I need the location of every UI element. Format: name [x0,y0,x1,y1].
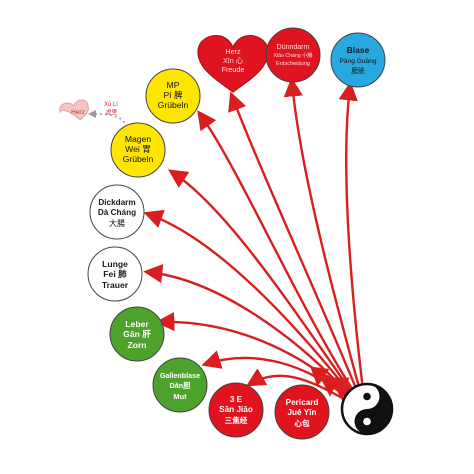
leber-line-3: Zorn [127,340,146,350]
duenndarm-circle [265,27,321,83]
node-pericard: Pericard Jué Yīn 心包 [274,384,330,440]
blase-line-2: Pāng Guāng [339,58,376,65]
arrow-to-duenndarm [283,77,364,400]
duenndarm-line-1: Dünndarm [277,44,310,51]
mp-line-1: MP [167,80,180,90]
lunge-circle [87,246,143,302]
pericard-line-1: Pericard [286,398,319,407]
leber-line-2: Gān 肝 [123,329,151,339]
arrow-to-magen [167,169,358,400]
xuli-label-line-2: 虚里 [106,108,118,116]
duenndarm-line-3: Entscheidung [276,61,310,67]
gallenblase-line-1: Gallenblase [160,371,200,380]
arrows [143,77,366,406]
pericard-circle [274,384,330,440]
lunge-line-3: Trauer [102,280,129,290]
gallenblase-circle [152,357,208,413]
node-magen: Magen Wei 胃 Grübeln [110,122,166,178]
lunge-line-2: Fei 肺 [103,268,127,279]
arrow-to-herz [228,91,362,400]
xuli-label-line-1: Xū Lǐ [104,102,118,108]
node-mp: MP Pí 脾 Grübeln [145,68,201,124]
herz-line-1: Herz [225,47,241,56]
small-heart-shape [59,99,89,121]
node-blase: Blase Pāng Guāng 膀胱 [330,32,386,88]
magen-line-2: Wei 胃 [125,144,151,154]
dotted-connector [95,113,129,133]
gallenblase-line-2: Dǎn胆 [170,381,192,390]
node-gallenblase: Gallenblase Dǎn胆 Mut [152,357,208,413]
herz-line-3: Freude [222,65,245,74]
gallenblase-line-3: Mut [173,392,187,401]
node-sanjiao: 3 E Sān Jiāo 三焦经 [208,382,264,438]
sanjiao-line-2: Sān Jiāo [219,405,253,414]
dickdarm-line-2: Dà Cháng [98,208,136,217]
lunge-line-1: Lunge [102,259,128,269]
node-lunge: Lunge Fei 肺 Trauer [87,246,143,302]
dickdarm-circle [89,184,145,240]
node-herz: Herz Xīn 心 Freude [197,35,269,93]
yin-yang-icon [340,382,394,436]
arrow-to-dickdarm [143,209,356,400]
sanjiao-line-3: 三焦经 [225,415,248,425]
small-heart: Herz [59,99,89,121]
xuli-label: Xū Lǐ 虚里 [104,102,118,116]
node-dickdarm: Dickdarm Dà Cháng 大腸 [89,184,145,240]
dotted-arrowhead [88,110,96,118]
magen-circle [110,122,166,178]
blase-line-1: Blase [347,45,370,55]
blase-line-3: 膀胱 [351,66,365,75]
sanjiao-line-1: 3 E [230,395,243,404]
sanjiao-circle [208,382,264,438]
mp-circle [145,68,201,124]
mp-line-3: Grübeln [158,100,189,110]
node-leber: Leber Gān 肝 Zorn [109,306,165,362]
node-duenndarm: Dünndarm Xiǎo Cháng 小腸 Entscheidung [265,27,321,83]
magen-line-1: Magen [125,134,151,144]
magen-line-3: Grübeln [123,154,154,164]
small-heart-label: Herz [71,109,85,116]
dickdarm-line-3: 大腸 [109,218,125,228]
pericard-line-3: 心包 [294,418,310,428]
herz-line-2: Xīn 心 [223,56,243,65]
mp-line-2: Pí 脾 [163,89,183,100]
blase-circle [330,32,386,88]
duenndarm-line-2: Xiǎo Cháng 小腸 [274,51,313,59]
pericard-line-2: Jué Yīn [288,408,317,417]
arrow-to-mp [197,110,360,400]
arrow-to-blase [338,81,366,400]
dickdarm-line-1: Dickdarm [98,198,135,207]
leber-circle [109,306,165,362]
arrow-to-lunge [143,264,354,400]
leber-line-1: Leber [125,319,149,329]
